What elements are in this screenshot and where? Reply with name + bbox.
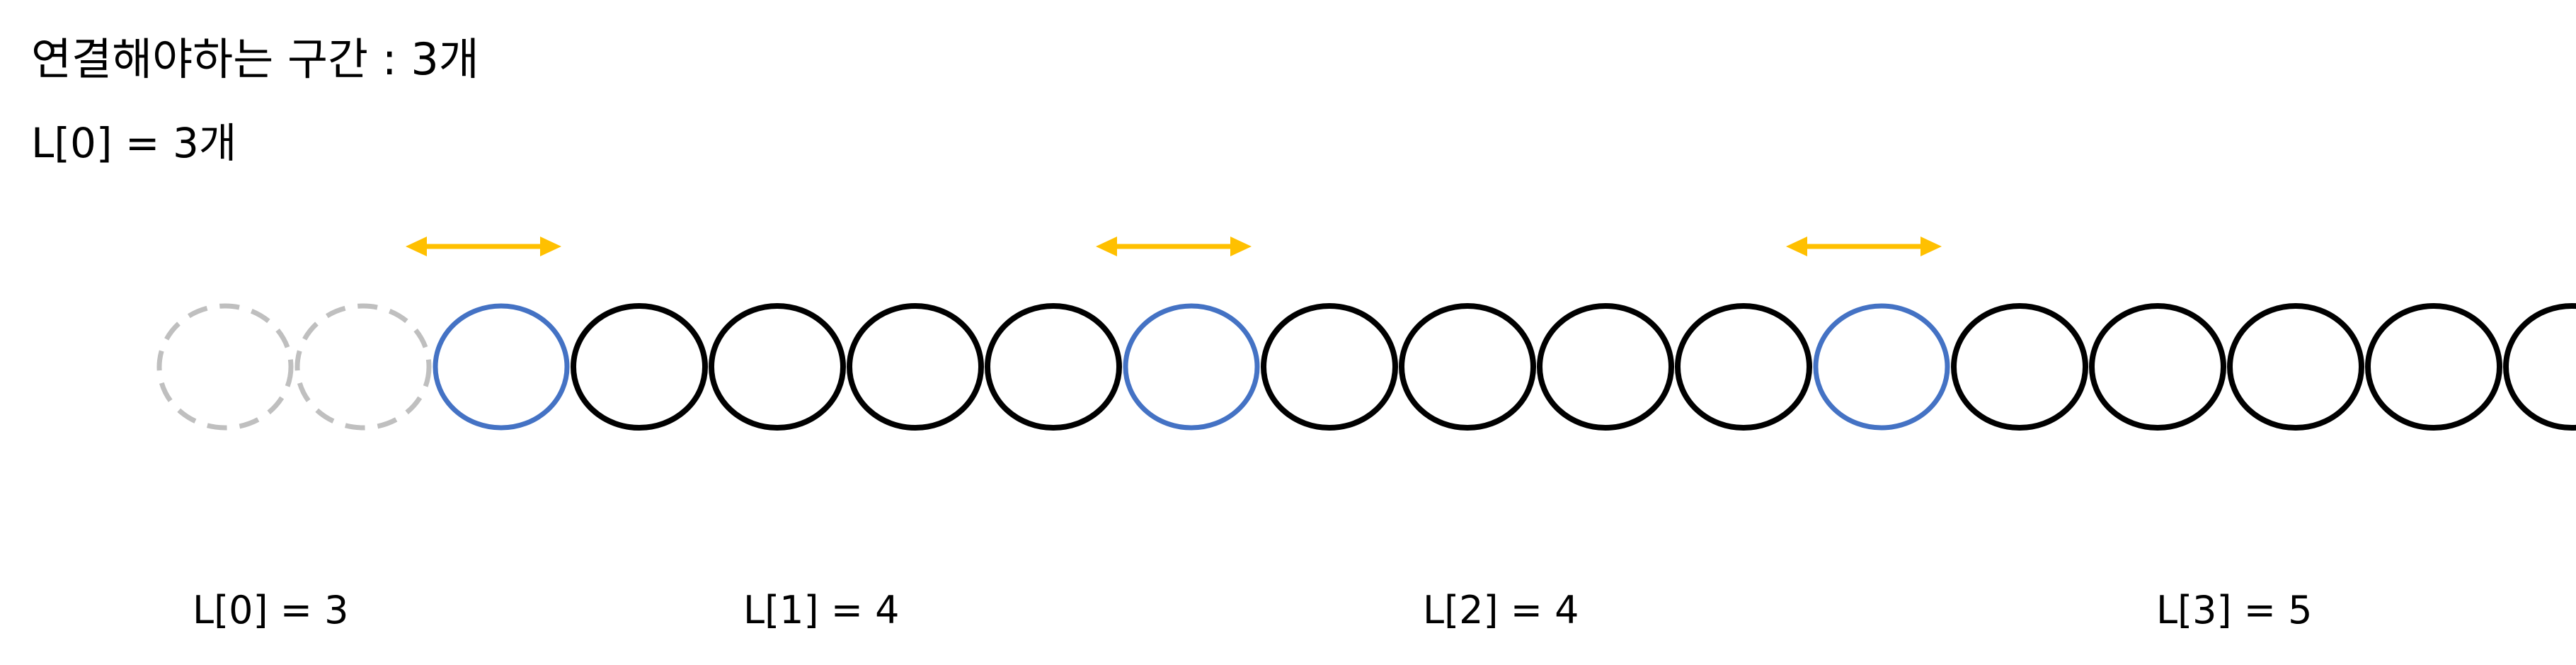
segment-label-1: L[1] = 4 xyxy=(743,588,900,632)
chain-ring xyxy=(847,303,984,431)
connector-ring xyxy=(1813,303,1950,431)
segment-label-3: L[3] = 5 xyxy=(2156,588,2313,632)
arrow-head-right xyxy=(1230,237,1252,256)
chain-ring xyxy=(1399,303,1536,431)
arrow-head-right xyxy=(1920,237,1942,256)
chain-ring xyxy=(985,303,1122,431)
chain-ring xyxy=(2089,303,2226,431)
double-arrow xyxy=(1096,237,1252,256)
arrow-head-left xyxy=(406,237,427,256)
chain-ring xyxy=(1537,303,1674,431)
double-arrow xyxy=(406,237,561,256)
chain-ring xyxy=(2365,303,2502,431)
connector-ring xyxy=(1123,303,1260,431)
arrow-head-left xyxy=(1786,237,1807,256)
double-arrow xyxy=(1786,237,1942,256)
arrow-head-right xyxy=(540,237,561,256)
arrow-head-left xyxy=(1096,237,1117,256)
chain-ring xyxy=(709,303,846,431)
subtitle: L[0] = 3개 xyxy=(31,119,237,167)
join-arrows xyxy=(406,237,1942,256)
page-title: 연결해야하는 구간 : 3개 xyxy=(31,33,479,85)
removed-ring xyxy=(156,303,294,431)
segment-label-0: L[0] = 3 xyxy=(193,588,349,632)
chain-ring xyxy=(1261,303,1398,431)
chain-ring xyxy=(2503,303,2576,431)
chain-ring xyxy=(1951,303,2088,431)
segment-label-2: L[2] = 4 xyxy=(1423,588,1579,632)
chain-rings xyxy=(156,303,2576,431)
chain-ring xyxy=(2227,303,2364,431)
chain-ring xyxy=(571,303,708,431)
removed-ring xyxy=(294,303,432,431)
connector-ring xyxy=(433,303,570,431)
chain-ring xyxy=(1675,303,1812,431)
